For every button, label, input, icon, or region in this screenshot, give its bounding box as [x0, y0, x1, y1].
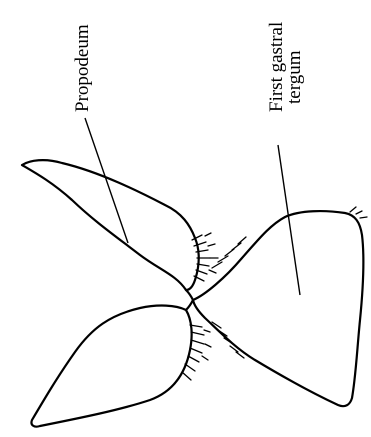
- propodeum-label: Propodeum: [72, 24, 93, 112]
- gastral-setae: [212, 207, 367, 358]
- first-gastral-tergum-label-line2: tergum: [284, 50, 305, 104]
- first-gastral-tergum-outline: [193, 211, 363, 406]
- waist-connector: [186, 290, 193, 310]
- lower-lobe-setae: [182, 325, 211, 380]
- propodeum-leader-line: [85, 118, 128, 243]
- petiole-lower-lobe-outline: [31, 306, 191, 427]
- propodeum-outline: [22, 160, 199, 290]
